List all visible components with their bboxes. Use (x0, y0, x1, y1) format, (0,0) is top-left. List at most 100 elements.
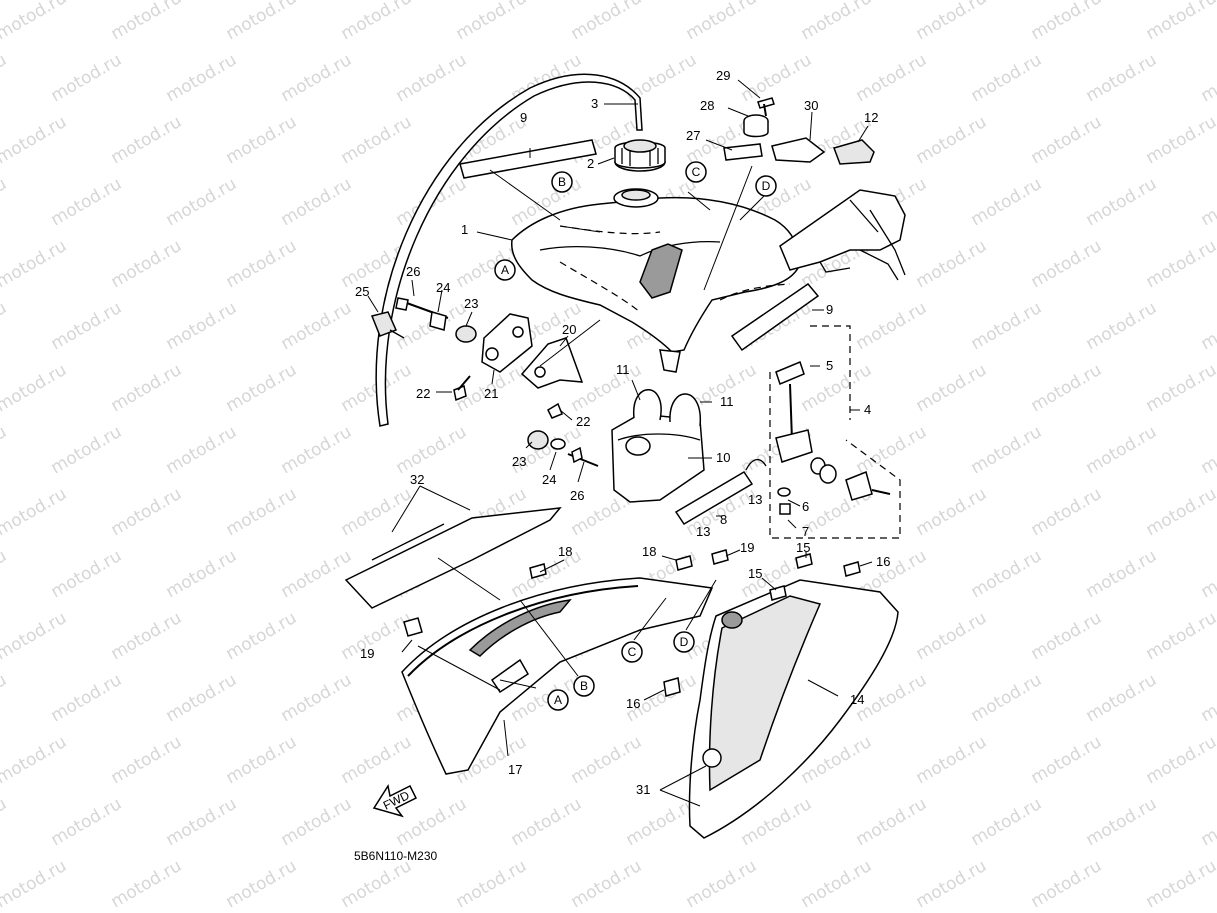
watermark-text: motod.ru (163, 670, 241, 726)
watermark-text: motod.ru (1028, 608, 1106, 664)
watermark-text: motod.ru (913, 608, 991, 664)
watermark-text: motod.ru (1083, 50, 1161, 106)
watermark-text: motod.ru (0, 360, 70, 416)
watermark-text: motod.ru (1198, 670, 1217, 726)
damper-block (611, 389, 705, 503)
ref-circle-c-lower (621, 641, 643, 663)
callout-25: 25 (355, 284, 369, 299)
watermark-text: motod.ru (223, 0, 301, 44)
watermark-text: motod.ru (853, 50, 931, 106)
ref-circle-c-upper (685, 161, 707, 183)
watermark-text: motod.ru (913, 732, 991, 788)
callout-numbers: 1 2 3 4 5 6 7 8 9 9 10 11 11 12 13 13 14… (355, 68, 890, 797)
watermark-text: motod.ru (1198, 298, 1217, 354)
callout-13-left: 13 (696, 524, 710, 539)
breather-hose (375, 73, 643, 427)
side-cover-right (688, 579, 899, 839)
ref-circle-b-upper (551, 171, 573, 193)
watermark-text: motod.ru (853, 422, 931, 478)
watermark-text: motod.ru (48, 50, 126, 106)
watermark-text: motod.ru (108, 0, 186, 44)
damper-lower (730, 282, 820, 352)
watermark-text: motod.ru (0, 236, 70, 292)
watermark-text: motod.ru (0, 298, 10, 354)
watermark-text: motod.ru (0, 422, 10, 478)
side-cover-left (401, 577, 714, 775)
watermark-text: motod.ru (48, 174, 126, 230)
ref-label-c-upper: C (692, 165, 701, 179)
watermark-text: motod.ru (223, 856, 301, 912)
callout-7: 7 (802, 524, 809, 539)
watermark-text: motod.ru (0, 794, 10, 850)
watermark-text: motod.ru (278, 422, 356, 478)
callout-10: 10 (716, 450, 730, 465)
watermark-text: motod.ru (1028, 0, 1106, 44)
watermark-text: motod.ru (338, 112, 416, 168)
watermark-text: motod.ru (1028, 236, 1106, 292)
callout-22-left: 22 (416, 386, 430, 401)
callout-14: 14 (850, 692, 864, 707)
callout-8: 8 (720, 512, 727, 527)
watermark-text: motod.ru (48, 794, 126, 850)
cover-fasteners (403, 549, 861, 697)
watermark-text: motod.ru (163, 298, 241, 354)
callout-19-left: 19 (360, 646, 374, 661)
watermark-text: motod.ru (0, 670, 10, 726)
watermark-text: motod.ru (1083, 174, 1161, 230)
watermark-text: motod.ru (1083, 546, 1161, 602)
ref-circle-d-upper (755, 175, 777, 197)
watermark-text: motod.ru (1143, 236, 1217, 292)
callout-18-right: 18 (642, 544, 656, 559)
callout-32: 32 (410, 472, 424, 487)
callout-26-upper: 26 (406, 264, 420, 279)
watermark-text: motod.ru (1083, 670, 1161, 726)
callout-15-right: 15 (796, 540, 810, 555)
left-mount-hardware (370, 297, 599, 467)
watermark-text: motod.ru (1083, 298, 1161, 354)
ref-label-a-upper: A (501, 263, 509, 277)
small-bracket-parts (723, 97, 875, 165)
ref-circle-a-upper (494, 259, 516, 281)
watermark-text: motod.ru (223, 484, 301, 540)
watermark-text: motod.ru (163, 50, 241, 106)
callout-20: 20 (562, 322, 576, 337)
watermark-text: motod.ru (913, 112, 991, 168)
ref-circle-b-lower (573, 675, 595, 697)
watermark-text: motod.ru (163, 422, 241, 478)
watermark-text: motod.ru (968, 298, 1046, 354)
watermark-text: motod.ru (1143, 112, 1217, 168)
callout-24-upper: 24 (436, 280, 450, 295)
watermark-text: motod.ru (338, 484, 416, 540)
callout-16-left: 16 (626, 696, 640, 711)
callout-30: 30 (804, 98, 818, 113)
watermark-text: motod.ru (453, 856, 531, 912)
watermark-text: motod.ru (1083, 794, 1161, 850)
watermark-text: motod.ru (1143, 856, 1217, 912)
callout-11-right: 11 (720, 394, 734, 409)
watermark-text: motod.ru (623, 794, 701, 850)
leader-lines (367, 79, 873, 807)
callout-13-right: 13 (748, 492, 762, 507)
callout-28: 28 (700, 98, 714, 113)
ref-label-b-upper: B (558, 175, 566, 189)
watermark-text: motod.ru (108, 856, 186, 912)
watermark-text: motod.ru (0, 608, 70, 664)
watermark-text: motod.ru (968, 670, 1046, 726)
watermark-text: motod.ru (968, 546, 1046, 602)
watermark-text: motod.ru (278, 298, 356, 354)
watermark-text: motod.ru (1143, 360, 1217, 416)
callout-26-lower: 26 (570, 488, 584, 503)
watermark-text: motod.ru (0, 856, 70, 912)
watermark-text: motod.ru (0, 484, 70, 540)
watermark-text: motod.ru (0, 174, 10, 230)
watermark-text: motod.ru (913, 484, 991, 540)
fuel-tank (511, 188, 800, 373)
watermark-text: motod.ru (453, 0, 531, 44)
callout-4: 4 (864, 402, 871, 417)
watermark-text: motod.ru (48, 546, 126, 602)
callout-31: 31 (636, 782, 650, 797)
watermark-text: motod.ru (108, 360, 186, 416)
watermark-text: motod.ru (48, 670, 126, 726)
watermark-text: motod.ru (1143, 732, 1217, 788)
watermark-text: motod.ru (278, 50, 356, 106)
